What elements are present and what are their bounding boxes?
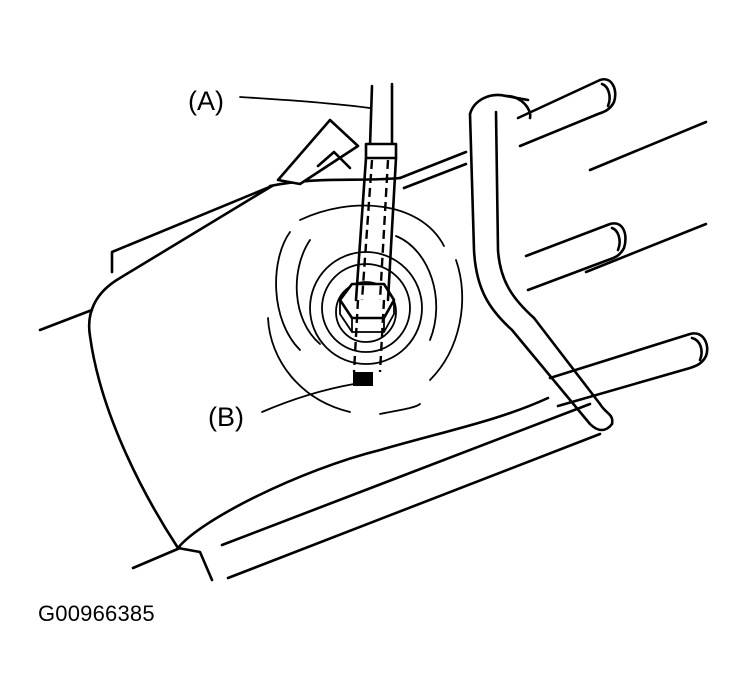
- bolt-tip: [353, 372, 373, 386]
- frame-rails: [38, 120, 708, 580]
- callout-b-label: (B): [208, 402, 244, 432]
- figure-id: G00966385: [38, 601, 155, 626]
- bolt-boss-rings: [267, 204, 464, 415]
- callout-a-label: (A): [188, 86, 224, 116]
- hex-nut: [338, 282, 396, 333]
- leader-lines: [239, 96, 371, 413]
- wrench-extension: [352, 82, 398, 373]
- bracket-plate: [87, 118, 550, 582]
- mounting-arm: [468, 78, 709, 432]
